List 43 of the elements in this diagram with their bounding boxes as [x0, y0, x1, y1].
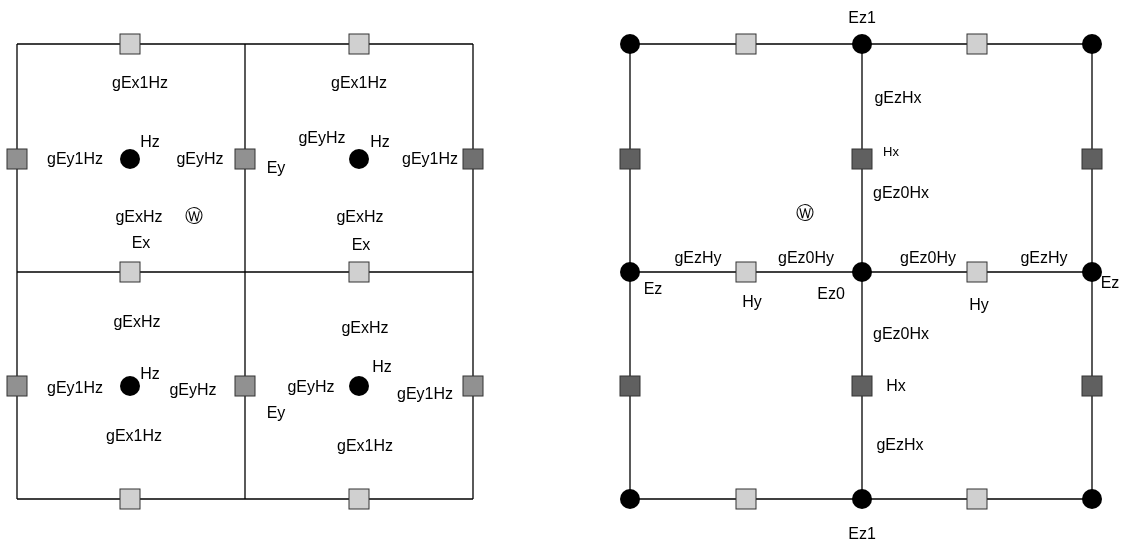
field-label: Hz — [370, 134, 390, 150]
field-label: Ey — [266, 405, 286, 421]
field-label: Ez0 — [817, 286, 845, 302]
field-label: gEz0Hx — [873, 326, 929, 342]
field-label: gExHz — [115, 209, 163, 225]
field-label: Ⓦ — [796, 204, 814, 222]
field-label: gEyHz — [176, 151, 224, 167]
field-label: gEy1Hz — [47, 151, 103, 167]
field-label: gEy1Hz — [47, 380, 103, 396]
field-label: Hx — [886, 378, 906, 394]
field-label: Ez — [1100, 275, 1120, 291]
field-label: Ez — [643, 281, 663, 297]
field-label: Hz — [372, 359, 392, 375]
field-label: Hy — [742, 294, 762, 310]
field-label: gEz0Hy — [778, 250, 834, 266]
field-label: Hz — [140, 134, 160, 150]
field-label: gEz0Hx — [873, 185, 929, 201]
field-label: Hz — [140, 366, 160, 382]
field-label: Ez1 — [848, 526, 876, 542]
field-label: gExHz — [341, 320, 389, 336]
field-label: Ey — [266, 160, 286, 176]
field-label: gExHz — [336, 209, 384, 225]
field-label: Ⓦ — [185, 207, 203, 225]
field-label: gExHz — [113, 314, 161, 330]
field-label: gEzHy — [674, 250, 722, 266]
field-label: gEz0Hy — [900, 250, 956, 266]
field-label: gEzHy — [1020, 250, 1068, 266]
field-label: gEy1Hz — [397, 386, 453, 402]
field-label: Hx — [883, 144, 899, 158]
field-label: gEx1Hz — [337, 438, 393, 454]
field-label: gEyHz — [298, 130, 346, 146]
field-label: gEzHx — [876, 437, 924, 453]
field-label: Ex — [131, 235, 151, 251]
field-label: gEx1Hz — [106, 428, 162, 444]
field-label: gEyHz — [287, 379, 335, 395]
field-label: Ex — [351, 237, 371, 253]
field-label: gEyHz — [169, 382, 217, 398]
field-label: Ez1 — [848, 10, 876, 26]
field-label: gEy1Hz — [402, 151, 458, 167]
field-label: Hy — [969, 297, 989, 313]
field-label: gEx1Hz — [331, 75, 387, 91]
field-label: gEx1Hz — [112, 75, 168, 91]
field-label: gEzHx — [874, 90, 922, 106]
